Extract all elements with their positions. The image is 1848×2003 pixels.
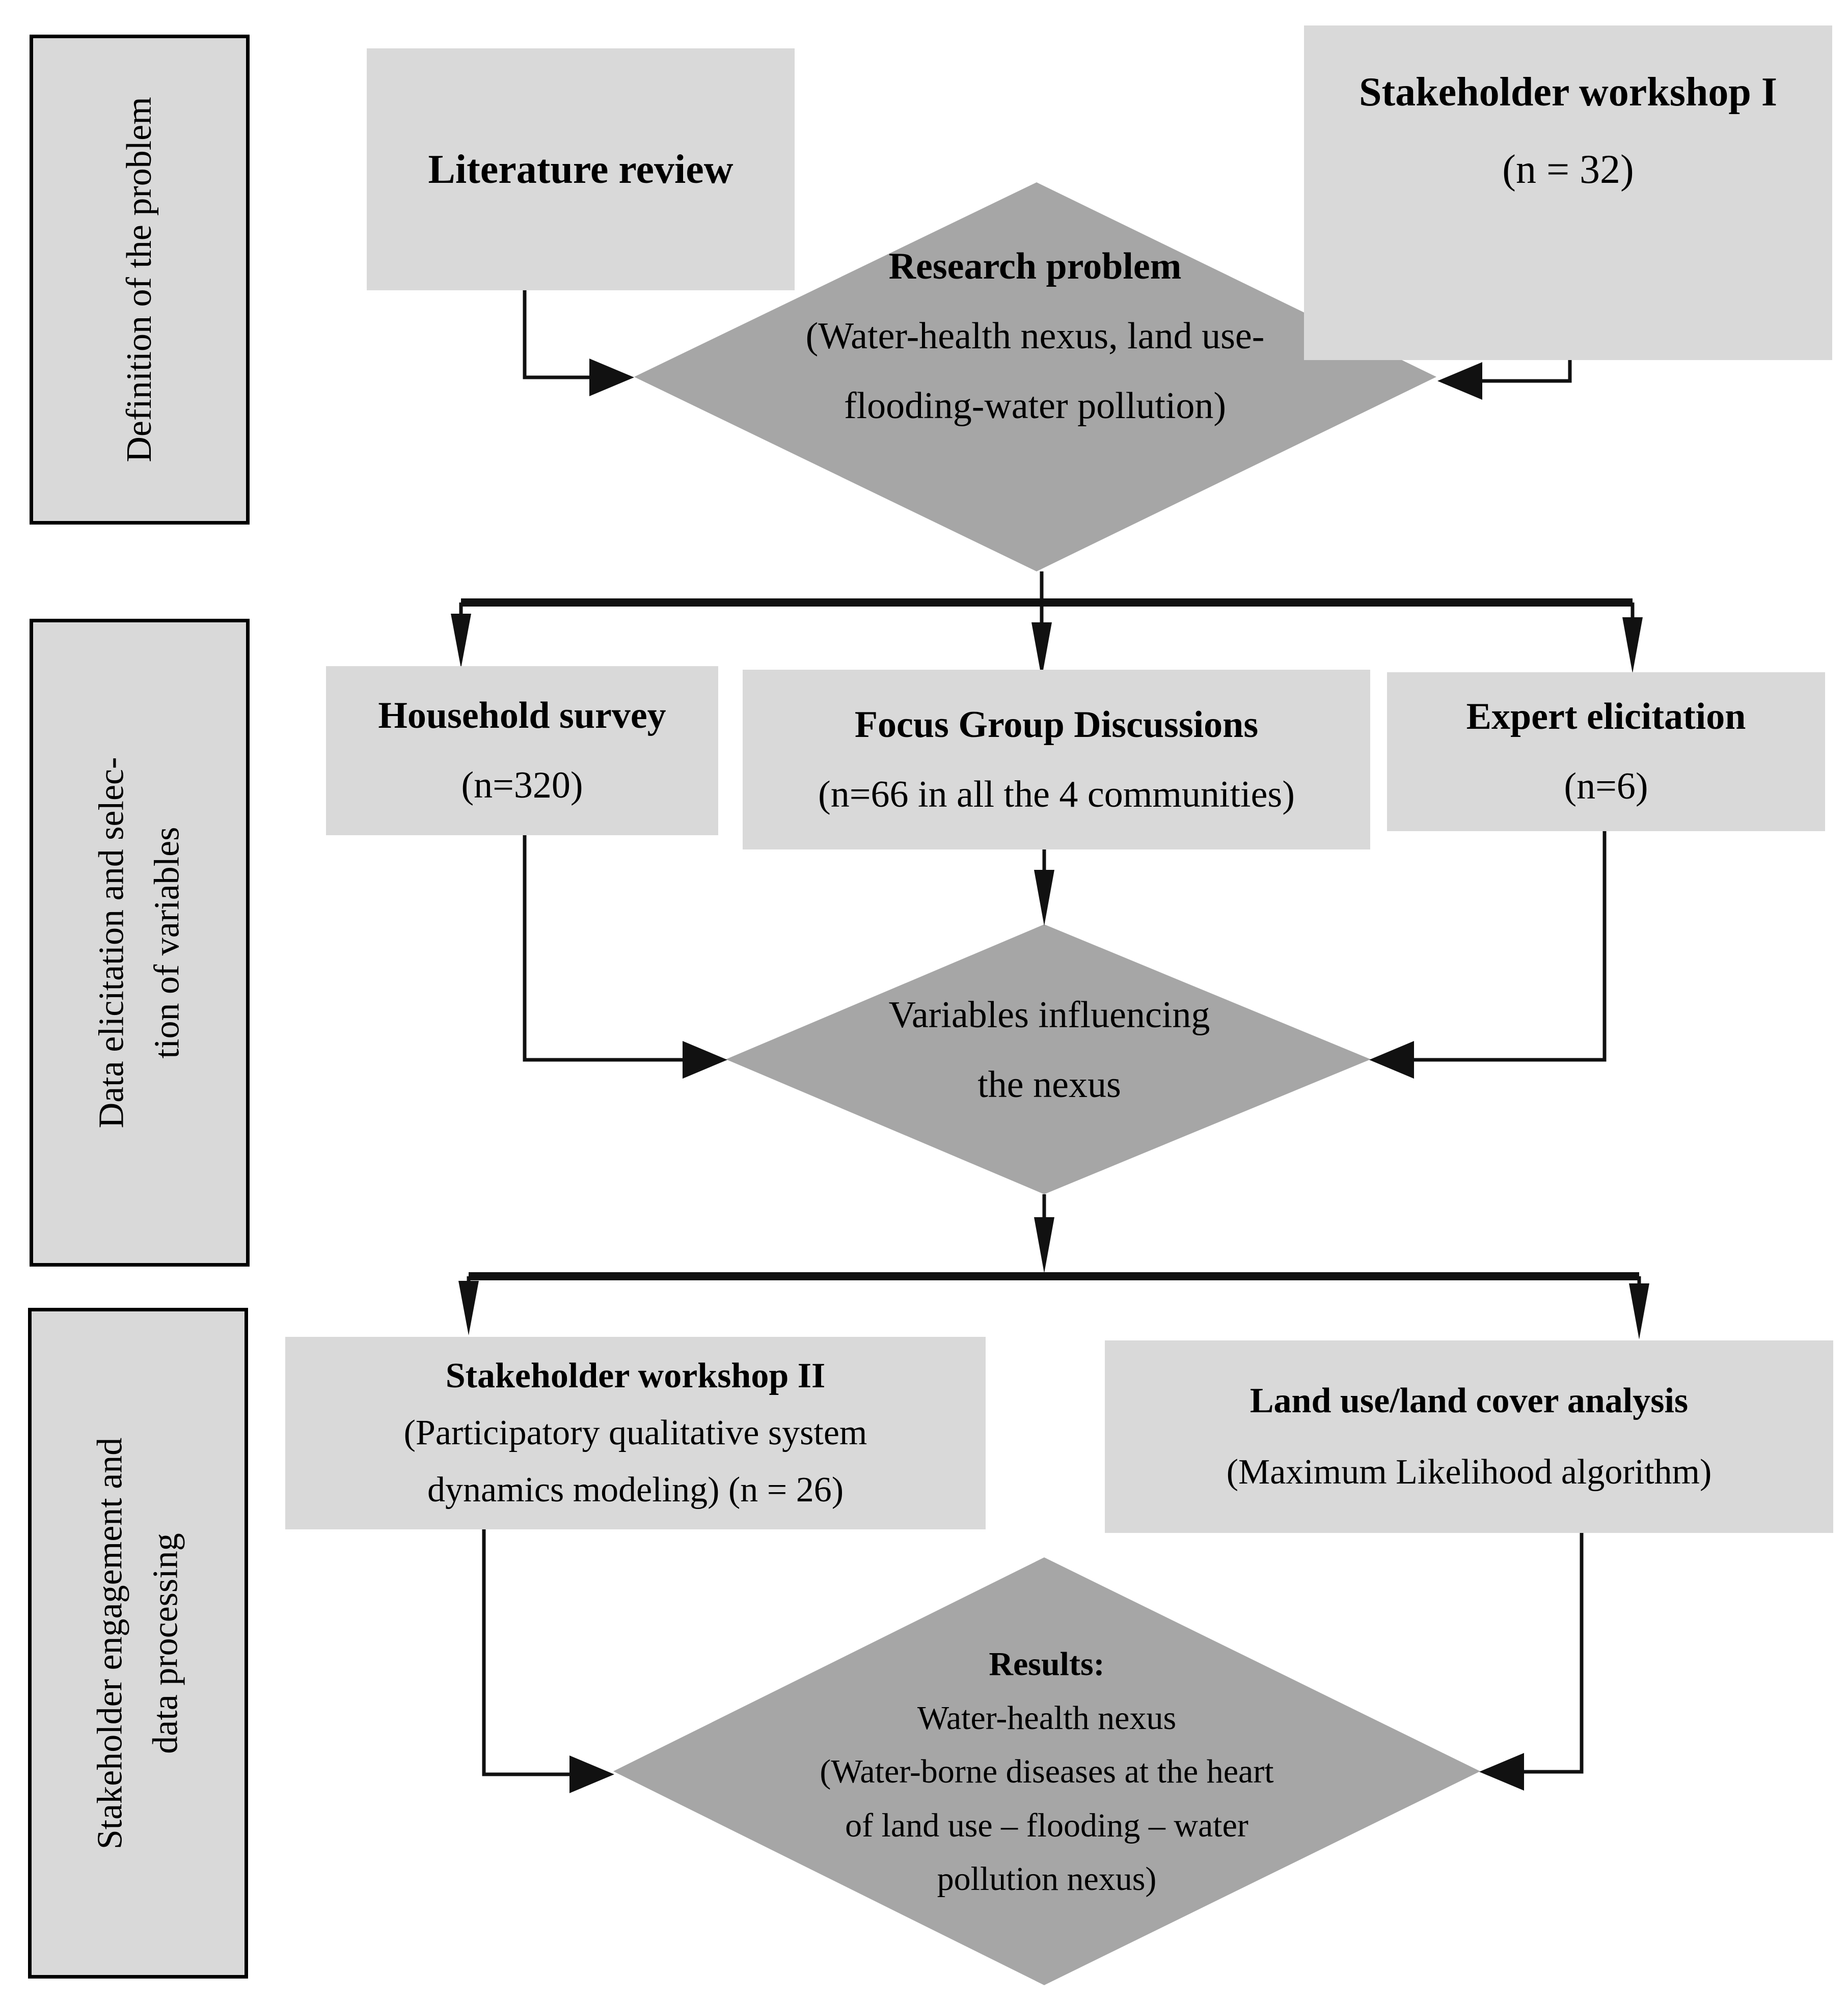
arrowhead-down-variables-top: [1034, 870, 1054, 926]
arrow-expert-to-variables: [1412, 831, 1607, 1062]
node-title: Literature review: [428, 147, 733, 192]
variables-diamond: [726, 924, 1371, 1194]
arrowhead-down-focus: [1031, 622, 1052, 678]
arrowhead-down-expert: [1622, 617, 1643, 673]
node-title: Stakeholder workshop I: [1359, 70, 1777, 115]
stage-label-line: Data elicitation and selec-: [92, 757, 131, 1129]
node-title: Focus Group Discussions: [854, 703, 1259, 746]
stage-label-definition: Definition of the problem: [112, 97, 168, 462]
arrowhead-down-junction2: [1034, 1217, 1054, 1273]
node-line: (Maximum Likelihood algorithm): [1226, 1452, 1712, 1492]
stage-box-definition: Definition of the problem: [30, 35, 250, 525]
arrowhead-left-variables: [1369, 1041, 1414, 1079]
research-problem-diamond: [634, 182, 1436, 571]
stage-label-line: Stakeholder engagement and: [90, 1437, 130, 1849]
arrowhead-down-landuse: [1629, 1283, 1649, 1339]
node-line: the nexus: [977, 1063, 1121, 1106]
stage-box-stakeholder-engagement: Stakeholder engagement and data processi…: [28, 1308, 248, 1979]
node-line: flooding-water pollution): [844, 385, 1227, 427]
arrow-landuse-to-results: [1522, 1533, 1584, 1774]
node-results: Results: Water-health nexus (Water-borne…: [627, 1637, 1467, 1906]
node-stakeholder-workshop-2: Stakeholder workshop II (Participatory q…: [285, 1337, 986, 1529]
arrow-workshop2-to-results: [482, 1529, 572, 1776]
stage-label-stakeholder-engagement: Stakeholder engagement and data processi…: [83, 1437, 194, 1849]
node-stakeholder-workshop-1: Stakeholder workshop I (n = 32): [1304, 25, 1832, 360]
results-diamond: [613, 1557, 1480, 1985]
arrowhead-right-results: [569, 1755, 614, 1793]
stage-label-line: data processing: [146, 1532, 185, 1754]
stage-box-data-elicitation: Data elicitation and selec- tion of vari…: [30, 619, 250, 1267]
node-line: Water-health nexus: [917, 1699, 1177, 1737]
stage-label-line: tion of variables: [147, 827, 186, 1059]
node-subtitle: (n=320): [461, 764, 583, 806]
node-line: pollution nexus): [937, 1860, 1157, 1898]
arrowhead-left-problem: [1437, 362, 1482, 400]
node-line: dynamics modeling) (n = 26): [427, 1470, 844, 1510]
node-household-survey: Household survey (n=320): [326, 666, 718, 835]
arrowhead-left-results: [1479, 1753, 1524, 1791]
arrowhead-right-problem: [589, 359, 634, 396]
node-line: Variables influencing: [888, 994, 1210, 1036]
node-focus-group-discussions: Focus Group Discussions (n=66 in all the…: [743, 670, 1370, 849]
arrow-workshop1-to-problem: [1481, 360, 1572, 383]
node-expert-elicitation: Expert elicitation (n=6): [1387, 672, 1825, 831]
arrowhead-down-workshop2: [458, 1281, 479, 1335]
node-subtitle: (n = 32): [1502, 147, 1634, 192]
node-title: Stakeholder workshop II: [445, 1356, 826, 1395]
arrowhead-right-variables: [683, 1041, 727, 1079]
node-variables-influencing: Variables influencing the nexus: [744, 980, 1355, 1120]
node-title: Household survey: [378, 695, 666, 737]
node-subtitle: (n=6): [1564, 765, 1648, 807]
stage-label-line: Definition of the problem: [119, 97, 159, 462]
node-line: (Water-health nexus, land use-: [805, 315, 1265, 357]
node-title: Results:: [989, 1645, 1105, 1683]
arrow-household-to-variables: [523, 835, 685, 1062]
node-land-use-analysis: Land use/land cover analysis (Maximum Li…: [1105, 1340, 1833, 1533]
node-subtitle: (n=66 in all the 4 communities): [818, 773, 1295, 815]
node-research-problem: Research problem (Water-health nexus, la…: [678, 232, 1392, 441]
node-line: (Participatory qualitative system: [403, 1413, 867, 1452]
stage-label-data-elicitation: Data elicitation and selec- tion of vari…: [85, 757, 195, 1129]
arrowhead-down-household: [451, 614, 471, 668]
node-literature-review: Literature review: [367, 48, 795, 290]
arrow-literature-to-problem: [523, 290, 591, 379]
node-line: of land use – flooding – water: [845, 1806, 1248, 1844]
node-title: Expert elicitation: [1466, 696, 1746, 738]
node-title: Land use/land cover analysis: [1249, 1381, 1689, 1420]
node-line: (Water-borne diseases at the heart: [820, 1753, 1274, 1791]
node-title: Research problem: [888, 245, 1182, 287]
